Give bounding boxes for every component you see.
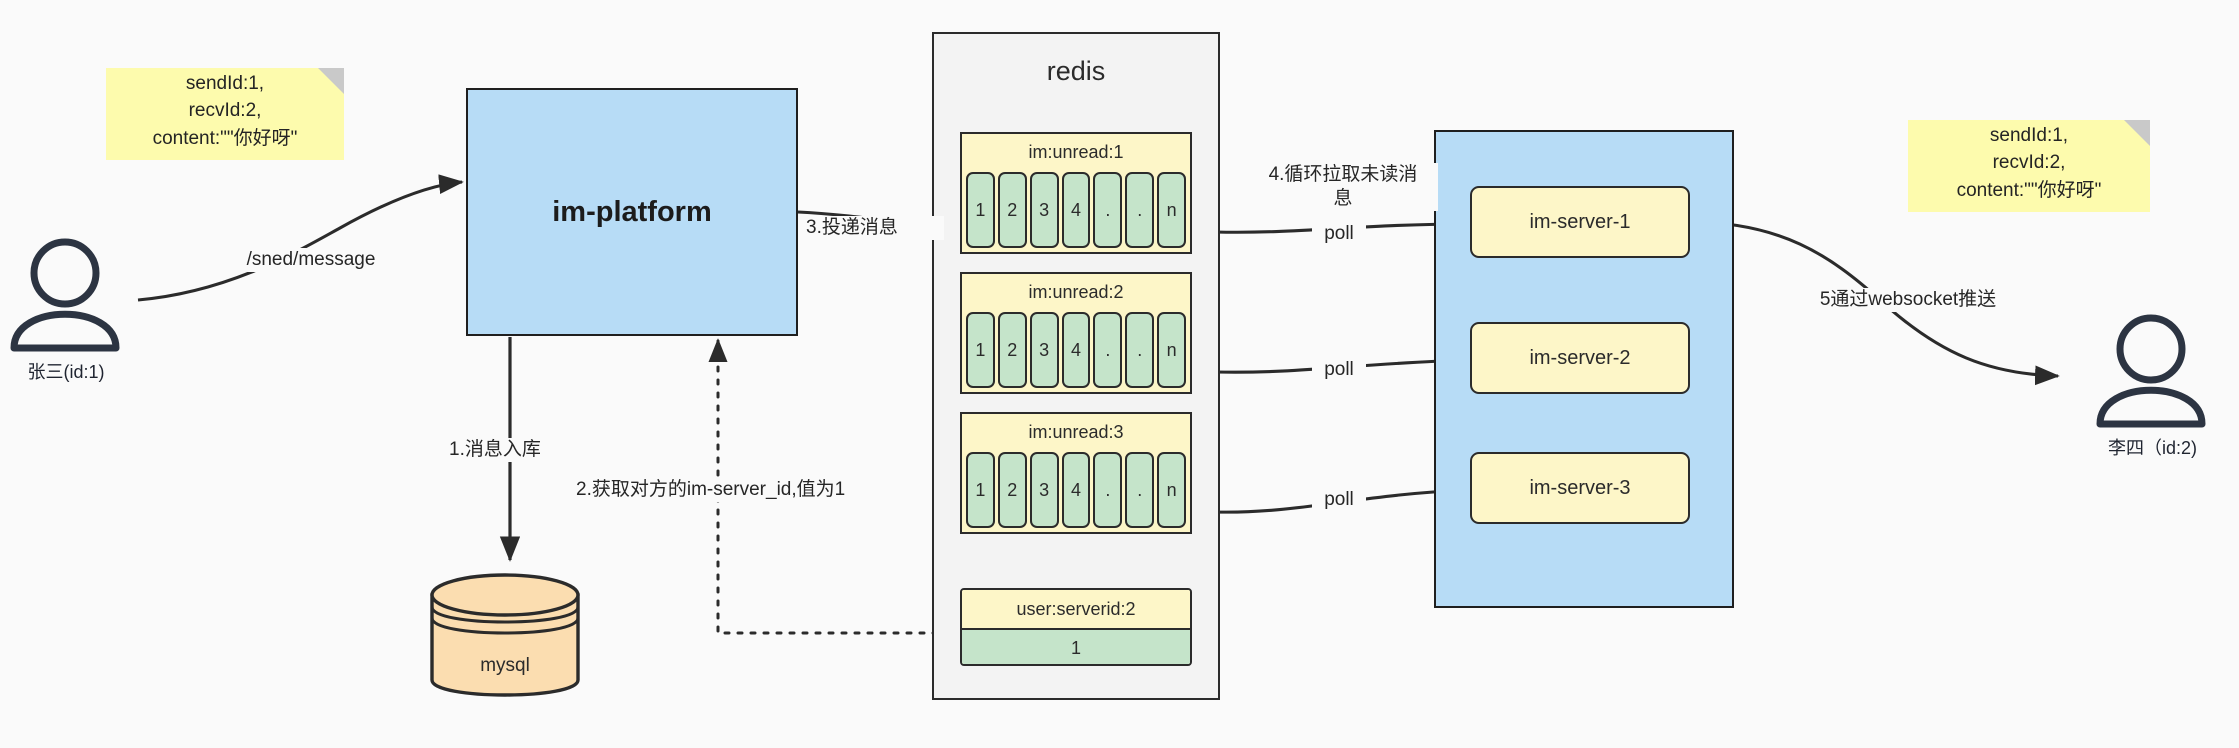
edge-label-step1: 1.消息入库: [447, 438, 567, 462]
edge-label-poll-1: poll: [1312, 222, 1366, 246]
list-cell: n: [1157, 312, 1187, 388]
list-cell: 3: [1029, 452, 1059, 528]
edge-send-message: [137, 174, 464, 302]
redis-list-cells: 1 2 3 4 . . n: [962, 310, 1190, 392]
list-cell: .: [1093, 452, 1123, 528]
redis-list-im-unread-3[interactable]: im:unread:3 1 2 3 4 . . n: [960, 412, 1192, 534]
redis-record-value: 1: [962, 628, 1190, 664]
list-cell: 1: [966, 312, 995, 388]
list-cell: 4: [1061, 172, 1091, 248]
list-cell: .: [1093, 312, 1123, 388]
receiver-label: 李四（id:2): [2107, 438, 2197, 458]
list-cell: .: [1125, 172, 1155, 248]
im-server-1-node[interactable]: im-server-1: [1470, 186, 1690, 258]
list-cell: .: [1125, 452, 1155, 528]
sender-label: 张三(id:1): [27, 362, 105, 382]
edge-label-poll-3: poll: [1312, 488, 1366, 512]
list-cell: 2: [997, 172, 1027, 248]
im-platform-label: im-platform: [552, 195, 712, 228]
receiver-message-note: sendId:1, recvId:2, content:""你好呀": [1908, 120, 2150, 212]
list-cell: 4: [1061, 452, 1091, 528]
list-cell: 1: [966, 172, 995, 248]
im-server-3-node[interactable]: im-server-3: [1470, 452, 1690, 524]
redis-list-im-unread-2[interactable]: im:unread:2 1 2 3 4 . . n: [960, 272, 1192, 394]
redis-list-cells: 1 2 3 4 . . n: [962, 170, 1190, 252]
edge-label-step5: 5通过websocket推送: [1790, 288, 2026, 312]
receiver-person-icon: [2096, 314, 2206, 428]
redis-list-cells: 1 2 3 4 . . n: [962, 450, 1190, 532]
sender-message-note-text: sendId:1, recvId:2, content:""你好呀": [152, 72, 298, 149]
im-platform-box[interactable]: im-platform: [466, 88, 798, 336]
im-server-2-label: im-server-2: [1529, 346, 1631, 369]
redis-list-key: im:unread:3: [1028, 422, 1124, 442]
list-cell: n: [1157, 172, 1187, 248]
list-cell: 2: [997, 452, 1027, 528]
redis-list-key: im:unread:1: [1028, 142, 1124, 162]
list-cell: 1: [966, 452, 995, 528]
edge-label-step4: 4.循环拉取未读消 息: [1248, 163, 1438, 211]
edge-label-step2: 2.获取对方的im-server_id,值为1: [574, 478, 870, 502]
list-cell: 3: [1029, 312, 1059, 388]
list-cell: .: [1093, 172, 1123, 248]
mysql-label: mysql: [480, 655, 530, 676]
list-cell: n: [1157, 452, 1187, 528]
note-fold-corner: [318, 68, 344, 94]
redis-record-user-serverid[interactable]: user:serverid:2 1: [960, 588, 1192, 666]
edge-label-send-message: /sned/message: [226, 248, 396, 272]
im-server-2-node[interactable]: im-server-2: [1470, 322, 1690, 394]
mysql-database-icon: [430, 573, 580, 697]
list-cell: .: [1125, 312, 1155, 388]
redis-list-key: im:unread:2: [1028, 282, 1124, 302]
note-fold-corner: [2124, 120, 2150, 146]
edge-label-poll-2: poll: [1312, 358, 1366, 382]
im-server-3-label: im-server-3: [1529, 476, 1631, 499]
redis-list-im-unread-1[interactable]: im:unread:1 1 2 3 4 . . n: [960, 132, 1192, 254]
sender-person-icon: [10, 238, 120, 352]
edge-label-step3: 3.投递消息: [804, 216, 944, 240]
list-cell: 2: [997, 312, 1027, 388]
redis-title: redis: [1046, 56, 1106, 86]
list-cell: 4: [1061, 312, 1091, 388]
sender-message-note: sendId:1, recvId:2, content:""你好呀": [106, 68, 344, 160]
im-server-1-label: im-server-1: [1529, 210, 1631, 233]
list-cell: 3: [1029, 172, 1059, 248]
receiver-message-note-text: sendId:1, recvId:2, content:""你好呀": [1956, 124, 2102, 201]
redis-record-key: user:serverid:2: [962, 590, 1190, 628]
